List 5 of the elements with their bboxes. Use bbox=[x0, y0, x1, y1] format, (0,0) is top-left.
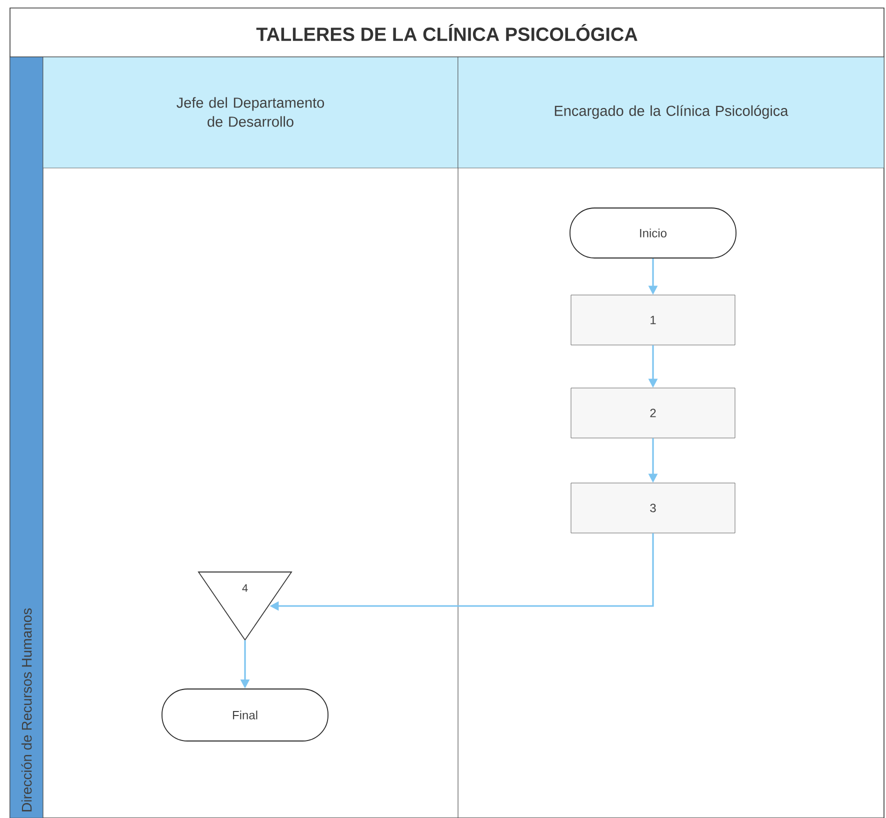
process-box: 2 bbox=[570, 388, 736, 438]
process-box: 3 bbox=[570, 482, 736, 534]
process-box: 1 bbox=[570, 294, 736, 346]
terminator: Final bbox=[162, 688, 328, 742]
terminator: Inicio bbox=[570, 208, 736, 258]
